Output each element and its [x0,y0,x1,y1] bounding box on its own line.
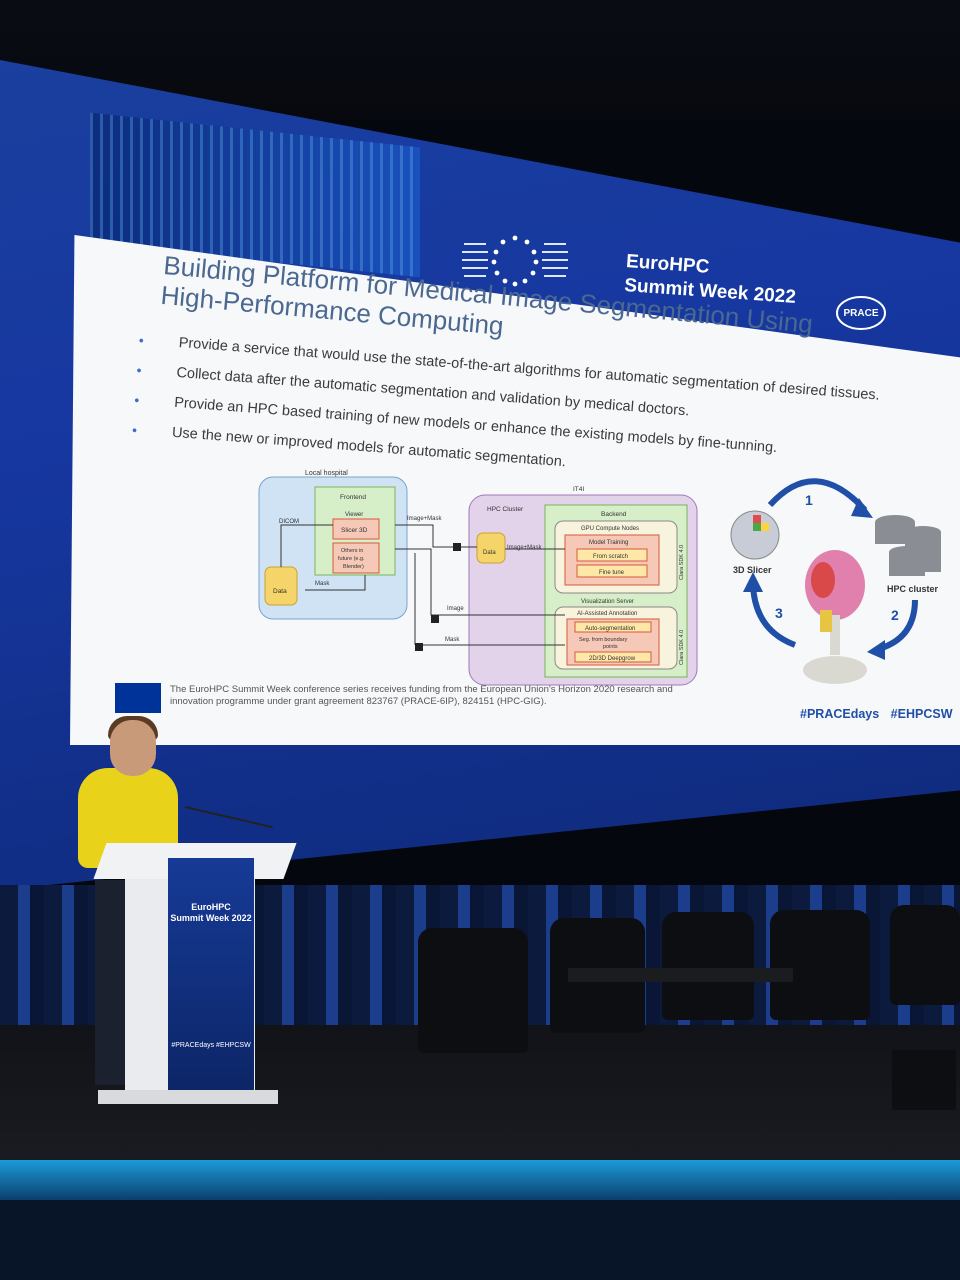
speaker-head [110,720,156,776]
backend-label: Backend [601,511,627,518]
mask-label: Mask [445,637,460,643]
prace-logo-icon: PRACE [836,296,886,330]
podium-base [98,1090,278,1104]
vis-server-label: Visualization Server [581,599,634,605]
auto-seg-label: Auto-segmentation [585,626,635,632]
seg-boundary-label-2: points [603,644,618,650]
image-mask-label-2: Image+Mask [507,545,543,551]
dicom-label: DICOM [279,519,299,525]
workflow-cycle: 1 2 3 3D Slicer HPC cluster [730,478,941,684]
coffee-table [568,968,793,982]
others-label-3: Blender) [343,564,364,570]
from-scratch-label: From scratch [593,554,628,560]
orchestra-pit [0,1200,960,1280]
svg-text:PRACE: PRACE [843,308,878,319]
seg-boundary-label-1: Seg. from boundary [579,637,628,643]
step-2-label: 2 [891,607,899,623]
deepgrow-label: 2D/3D Deepgrow [589,656,636,662]
armchair [662,912,754,1020]
podium-title-line2: Summit Week 2022 [170,913,252,923]
database-icon [875,515,941,576]
podium-banner: EuroHPC Summit Week 2022 #PRACEdays #EHP… [168,858,254,1096]
data-hpc-label: Data [483,550,496,556]
podium-title-line1: EuroHPC [191,902,231,912]
lock-icon [431,615,439,623]
eu-flag-icon [115,683,161,713]
it4i-label: IT4I [573,486,584,493]
mask-return-label: Mask [315,581,330,587]
step-1-label: 1 [805,492,813,508]
funding-notice: The EuroHPC Summit Week conference serie… [170,684,673,707]
architecture-diagram: Local hospital Frontend Viewer Slicer 3D… [258,470,698,686]
stage-speaker [892,1050,956,1110]
others-label-1: Others in [341,548,363,554]
lock-icon [453,543,461,551]
others-label-2: future (e.g. [338,556,365,562]
anatomy-segmentation-image [803,550,867,684]
step-3-label: 3 [775,605,783,621]
local-hospital-label: Local hospital [305,470,348,477]
stage-edge-light [0,1160,960,1200]
podium-hashtags: #PRACEdays #EHPCSW [171,1042,251,1049]
clara-sdk-label-2: Clara SDK 4.0 [679,630,685,665]
model-training-label: Model Training [589,540,628,546]
fine-tune-label: Fine tune [599,570,625,576]
data-local-label: Data [273,588,287,595]
hpc-cluster-cycle-label: HPC cluster [887,584,939,594]
image-mask-label: Image+Mask [407,516,443,522]
armchair [770,910,870,1020]
viewer-label: Viewer [345,512,363,518]
slicer-label: 3D Slicer [733,565,772,575]
image-label: Image [447,606,464,612]
armchair [890,905,960,1005]
armchair [418,928,528,1053]
hpc-cluster-label: HPC Cluster [487,506,524,513]
frontend-label: Frontend [340,494,366,501]
eurohpc-logo-icon [462,235,568,287]
gpu-nodes-label: GPU Compute Nodes [581,526,639,532]
clara-sdk-label-1: Clara SDK 4.0 [679,545,685,580]
slicer3d-label: Slicer 3D [341,527,368,534]
slide-hashtags: #PRACEdays #EHPCSW [800,707,953,721]
ai-annotation-label: AI-Assisted Annotation [577,611,637,617]
lock-icon [415,643,423,651]
